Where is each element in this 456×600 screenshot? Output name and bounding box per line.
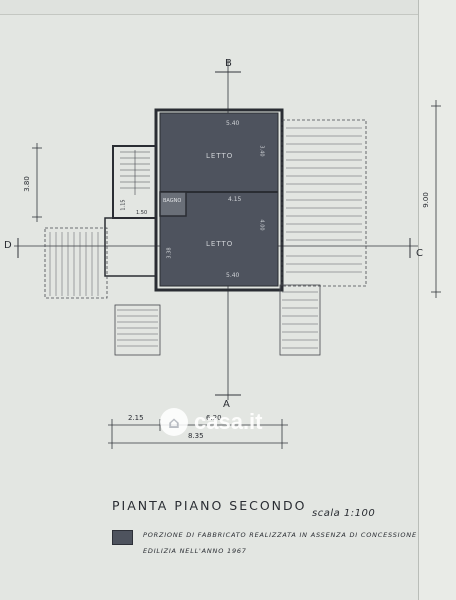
dim-top-width: 5.40 <box>226 120 240 127</box>
dim-right-height: 9.00 <box>421 192 430 208</box>
section-label-d: D <box>4 240 13 251</box>
section-label-b: B <box>225 58 233 69</box>
casa-house-icon: ⌂ <box>160 408 188 436</box>
section-label-c: C <box>416 248 424 259</box>
dim-right-side: 4.00 <box>258 219 265 231</box>
dim-lower-room-side: 3.38 <box>166 247 173 259</box>
watermark: ⌂ casa.it <box>160 408 263 436</box>
right-terrace <box>281 119 367 287</box>
dim-left-height: 3.80 <box>22 176 31 192</box>
legend-line-1: PORZIONE DI FABBRICATO REALIZZATA IN ASS… <box>143 531 417 539</box>
bathroom <box>159 191 187 217</box>
room-label-bath: BAGNO <box>163 198 182 204</box>
room-label-lower: LETTO <box>206 240 234 248</box>
dim-landing-height: 1.15 <box>120 199 127 211</box>
dim-landing-width: 1.50 <box>136 210 148 216</box>
legend-swatch <box>112 530 133 545</box>
section-label-a: A <box>223 399 231 410</box>
dim-c: 8.35 <box>188 432 204 440</box>
drawing-title: PIANTA PIANO SECONDO <box>112 498 307 513</box>
lower-stair-right <box>279 284 321 356</box>
legend-line-2: EDILIZIA NELL'ANNO 1967 <box>143 547 247 555</box>
dim-mid-width: 4.15 <box>228 196 242 203</box>
dim-upper-room-side: 3.40 <box>258 145 265 157</box>
lower-stair-left <box>114 304 161 356</box>
left-terrace <box>44 227 108 299</box>
dim-bottom-width: 5.40 <box>226 272 240 279</box>
sheet-right-strip <box>418 0 456 600</box>
watermark-text: casa.it <box>194 409 263 434</box>
dim-b: 6.20 <box>206 414 222 422</box>
room-label-upper: LETTO <box>206 152 234 160</box>
sheet-top-edge <box>0 0 456 15</box>
drawing-scale: scala 1:100 <box>312 508 376 519</box>
dim-a: 2.15 <box>128 414 144 422</box>
